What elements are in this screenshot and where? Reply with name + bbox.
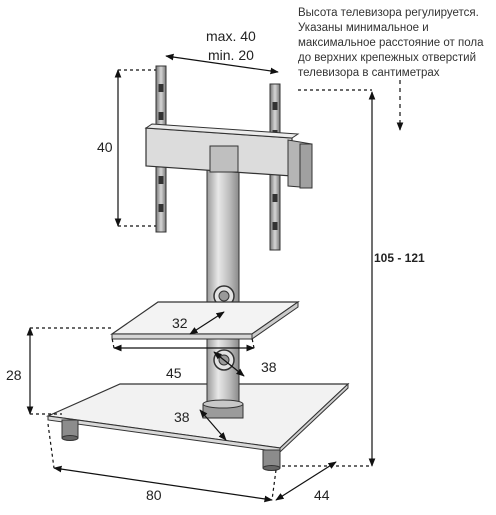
dimension-lines <box>26 53 404 503</box>
note-line: до верхних крепежных отверстий <box>298 52 477 64</box>
base-depth-label: 44 <box>314 487 330 503</box>
tv-bracket <box>144 65 313 251</box>
base-glass <box>45 382 350 454</box>
shelf-height-label: 28 <box>6 367 22 383</box>
note-line: Указаны минимальное и <box>298 22 429 34</box>
bracket-min-label: min. 20 <box>208 47 254 63</box>
bracket-max-label: max. 40 <box>206 28 256 44</box>
shelf-width-label: 45 <box>166 365 182 381</box>
bracket-height-label: 40 <box>97 139 113 155</box>
total-height-label: 105 - 121 <box>374 251 425 265</box>
column-pole <box>202 165 244 419</box>
shelf-depth-label: 38 <box>261 359 277 375</box>
height-adjustment-note: Высота телевизора регулируется. Указаны … <box>298 6 494 81</box>
base-inner-depth-label: 38 <box>174 409 190 425</box>
base-width-label: 80 <box>146 487 162 503</box>
note-line: телевизора в сантиметрах <box>298 67 440 79</box>
note-line: Высота телевизора регулируется. <box>298 7 479 19</box>
note-line: максимальное расстояние от пола <box>298 37 484 49</box>
shelf-inner-width-label: 32 <box>172 315 188 331</box>
middle-shelf <box>110 301 300 340</box>
